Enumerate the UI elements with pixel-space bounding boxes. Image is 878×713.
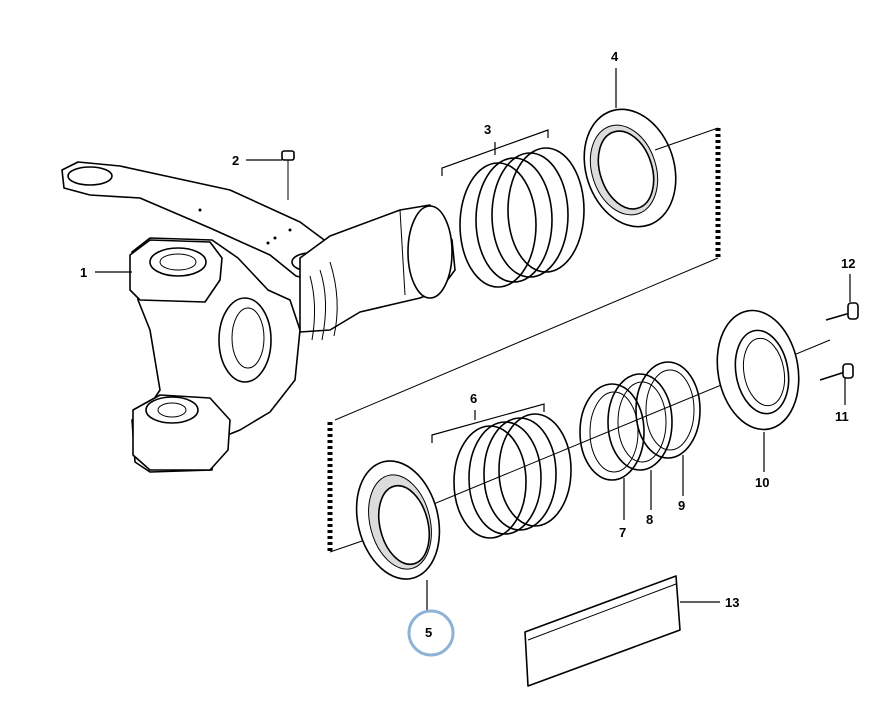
shim-7[interactable] [579,383,645,481]
plate-13[interactable] [524,575,681,687]
callout-2: 2 [232,153,239,168]
callout-7: 7 [619,525,626,540]
bolt-12[interactable] [825,302,859,321]
bolt-2[interactable] [281,150,295,200]
ring-set-3[interactable] [441,129,585,288]
leader-lines [95,68,851,612]
shim-9[interactable] [635,361,701,459]
seal-4[interactable] [570,97,691,238]
callout-10: 10 [755,475,769,490]
callout-1: 1 [80,265,87,280]
seal-5[interactable] [345,452,452,588]
knuckle-housing[interactable] [61,161,456,473]
cover-10[interactable] [708,304,808,436]
callout-12: 12 [841,256,855,271]
callout-8: 8 [646,512,653,527]
callout-4: 4 [611,49,619,64]
callout-9: 9 [678,498,685,513]
bolt-11[interactable] [819,363,854,381]
callout-6: 6 [470,391,477,406]
callout-3: 3 [484,122,491,137]
callout-11: 11 [835,409,849,424]
callout-5: 5 [425,625,432,640]
ring-set-6[interactable] [431,403,572,539]
callout-5-highlight-ring [407,609,455,657]
callout-13: 13 [725,595,739,610]
